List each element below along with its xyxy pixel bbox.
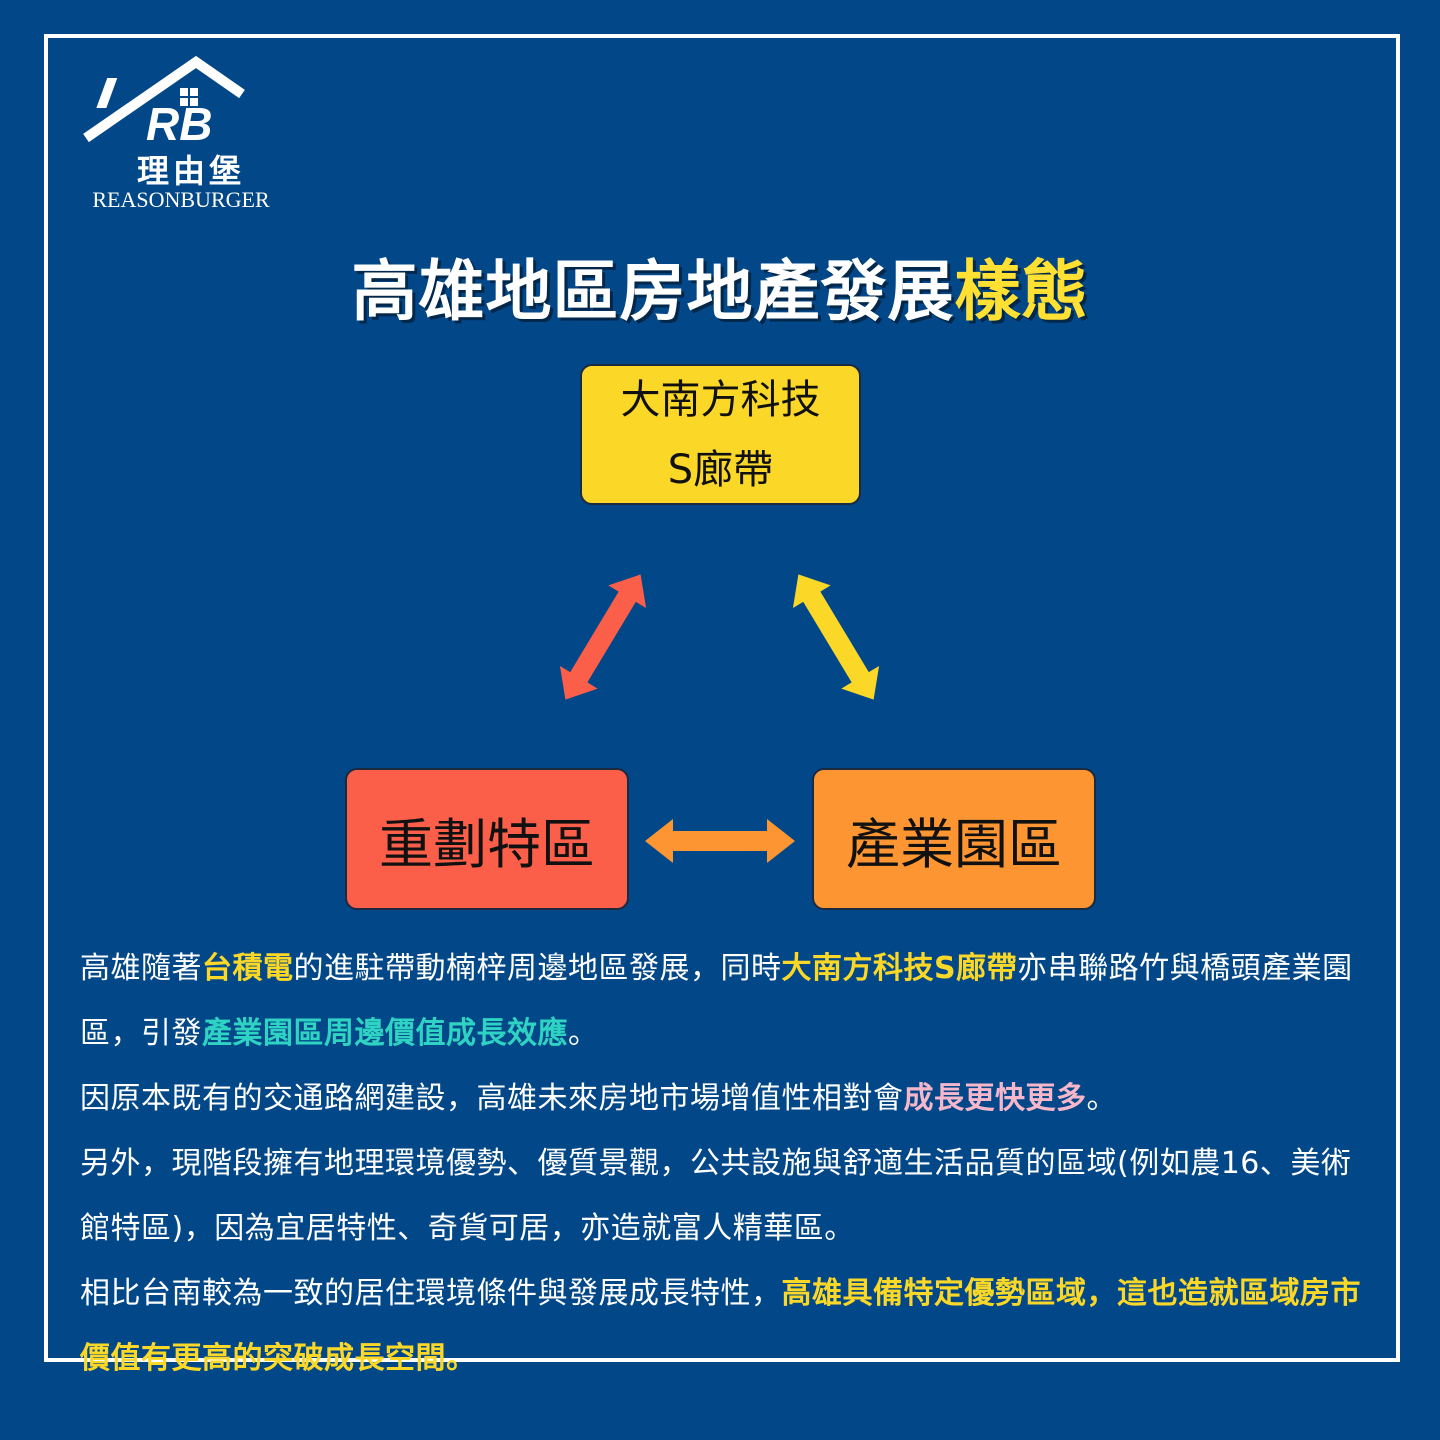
p4-text-2: 。 (446, 1341, 477, 1376)
node-industrial-park-label: 產業園區 (846, 812, 1062, 876)
p1-text-3: 亦串聯路竹與橋頭產業園區，引發 (80, 951, 1353, 1051)
p4-text-1: 相比台南較為一致的居住環境條件與發展成長特性， (80, 1276, 782, 1311)
paragraph-3: 另外，現階段擁有地理環境優勢、優質景觀，公共設施與舒適生活品質的區域(例如農16… (80, 1131, 1380, 1261)
border-frame (44, 34, 1400, 1362)
title-highlight: 樣態 (954, 253, 1089, 330)
description-text: 高雄隨著台積電的進駐帶動楠梓周邊地區發展，同時大南方科技S廊帶亦串聯路竹與橋頭產… (80, 936, 1380, 1391)
double-arrow-bottom-icon (645, 819, 795, 863)
p2-text-1: 因原本既有的交通路網建設，高雄未來房地市場增值性相對會 (80, 1081, 904, 1116)
p1-highlight-tsmc: 台積電 (202, 951, 294, 986)
brand-logo: RB 理由堡 REASONBURGER (76, 54, 286, 214)
p1-highlight-park: 產業園區周邊價值成長效應 (202, 1016, 568, 1051)
logo-name-cn: 理由堡 (136, 152, 245, 190)
node-redevelopment-zone-label: 重劃特區 (379, 812, 595, 876)
node-tech-corridor-line2: S廊帶 (667, 446, 774, 493)
node-tech-corridor-line1: 大南方科技 (620, 376, 821, 423)
p4-highlight: 高雄具備特定優勢區域，這也造就區域房市價值有更高的突破成長空間 (80, 1276, 1361, 1376)
logo-mark: RB (146, 98, 212, 150)
double-arrow-top-left-icon (559, 574, 647, 700)
p1-text-1: 高雄隨著 (80, 951, 202, 986)
node-industrial-park: 產業園區 (812, 768, 1096, 910)
paragraph-4: 相比台南較為一致的居住環境條件與發展成長特性，高雄具備特定優勢區域，這也造就區域… (80, 1261, 1380, 1391)
logo-name-en: REASONBURGER (92, 187, 270, 212)
p1-text-4: 。 (568, 1016, 599, 1051)
paragraph-1: 高雄隨著台積電的進駐帶動楠梓周邊地區發展，同時大南方科技S廊帶亦串聯路竹與橋頭產… (80, 936, 1380, 1066)
double-arrow-top-right-icon (792, 574, 880, 700)
page-title: 高雄地區房地產發展樣態 (0, 238, 1440, 334)
p1-text-2: 的進駐帶動楠梓周邊地區發展，同時 (293, 951, 782, 986)
p2-highlight: 成長更快更多 (903, 1081, 1087, 1116)
paragraph-2: 因原本既有的交通路網建設，高雄未來房地市場增值性相對會成長更快更多。 (80, 1066, 1380, 1131)
p2-text-2: 。 (1086, 1081, 1117, 1116)
node-redevelopment-zone: 重劃特區 (345, 768, 629, 910)
p1-highlight-corridor: 大南方科技S廊帶 (781, 951, 1018, 986)
p3-text-1: 另外，現階段擁有地理環境優勢、優質景觀，公共設施與舒適生活品質的區域(例如農16… (80, 1146, 1352, 1246)
house-roof-icon: RB (83, 55, 245, 150)
node-tech-corridor: 大南方科技 S廊帶 (580, 364, 861, 505)
title-main: 高雄地區房地產發展 (351, 253, 955, 330)
